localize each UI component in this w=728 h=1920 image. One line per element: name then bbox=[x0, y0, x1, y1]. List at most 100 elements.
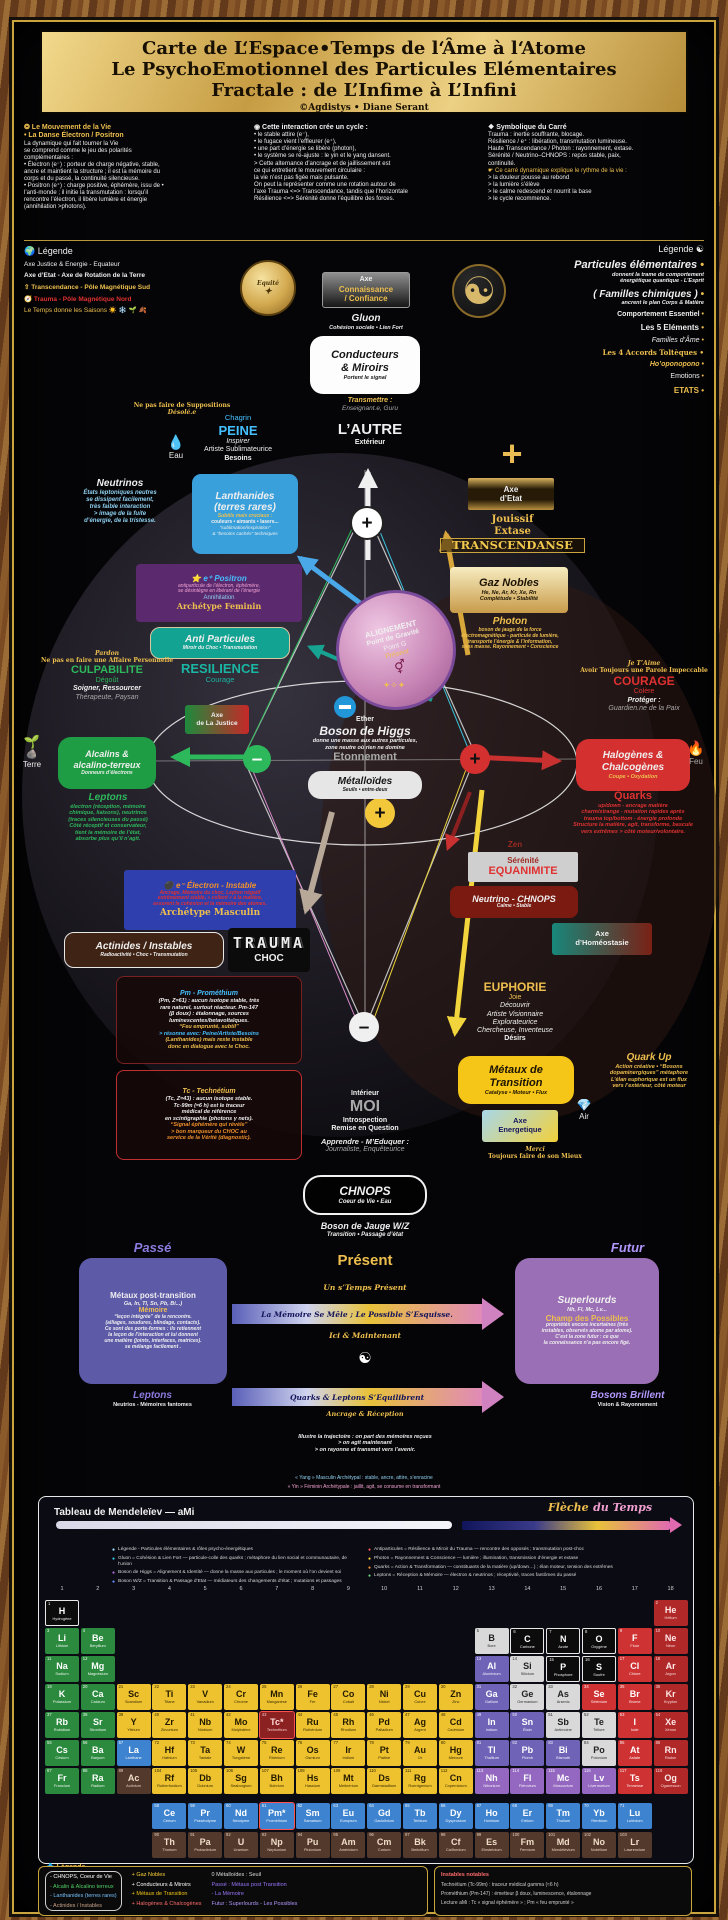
ether-symbol-icon bbox=[334, 696, 356, 718]
superlourds-box-text: C’est la zone futur : ce que bbox=[555, 1333, 619, 1340]
lanthanides-box-text: “sublimation/inspiration” bbox=[219, 526, 271, 532]
positron-box-text: antiparticule de l’électron, éphémère, bbox=[178, 582, 260, 589]
quark-up-text: L’élan euphorique est un flux bbox=[611, 1076, 687, 1083]
intro-cycle-text: • le système se ré-ajuste : le yin et le… bbox=[254, 153, 391, 160]
boson-jauge-text: Transition • Passage d’état bbox=[326, 1231, 404, 1238]
tc-box-text: “Signal éphémère qui révèle” bbox=[170, 1122, 248, 1129]
intro-carre-text: > le cycle recommence. bbox=[488, 195, 552, 202]
leptons-left-text: électron (réception, mémoire bbox=[70, 803, 146, 810]
memory-bar bbox=[56, 1521, 452, 1529]
superlourds-box-text: Champ des Possibles bbox=[545, 1313, 629, 1323]
eau-icon-text: Eau bbox=[168, 450, 184, 460]
axe-homeostasie-box-text: d’Homéostasie bbox=[575, 938, 629, 947]
group-number-11: 11 bbox=[417, 1586, 423, 1592]
ether-higgs-text: zone neutre où rien ne domine bbox=[325, 744, 405, 751]
intro-carre-text: ❖ Symbolique du Carré bbox=[488, 124, 567, 131]
intro-cycle-text: > Cette alternance d’ancrage et de jaill… bbox=[254, 160, 391, 167]
title-line-1: Carte de L‘Espace•Temps de l‘Âme à l‘Ato… bbox=[142, 38, 586, 59]
intro-cycle-text: Résilience <=> Sérénité donne l’équilibr… bbox=[254, 195, 395, 202]
legend-item-text: Photon = Rayonnement & Conscience — lumi… bbox=[374, 1555, 579, 1561]
alcalins-box-text: Alcalins & bbox=[85, 749, 129, 760]
intro-carre-text: Résilience / e⁺ : libération, transmutat… bbox=[488, 139, 627, 146]
terre-icon: 🌱🪨Terre bbox=[8, 734, 56, 769]
transcendanse-text: TRANSCENDANSE bbox=[440, 537, 585, 554]
air-icon-text: 💎 bbox=[576, 1098, 592, 1112]
tc-box-text: Tc-99m (≈6 h) est le traceur bbox=[173, 1102, 245, 1109]
gold-plus: + bbox=[492, 436, 532, 472]
suppositions-text: Désolé.e bbox=[167, 409, 197, 417]
legend-bullet-icon: ● bbox=[112, 1547, 116, 1553]
gluon-label-text: Cohésion sociale • Lien Fort bbox=[329, 324, 403, 331]
metalloides-box-text: Seuils • entre-deux bbox=[342, 786, 388, 793]
title-copyright: ©Agdistys • Diane Serant bbox=[299, 103, 429, 113]
passe-header-text: Passé bbox=[133, 1240, 172, 1255]
courage-text: Colère bbox=[633, 688, 655, 696]
pm-box: Pm - Prométhium(Pm, Z=61) : aucun isotop… bbox=[116, 976, 302, 1064]
air-icon-text: Air bbox=[579, 1112, 589, 1122]
axe-justice-box-text: de La Justice bbox=[196, 719, 238, 727]
trauma-choc-text: CHOC bbox=[254, 952, 284, 964]
photon-text: transporte l’énergie & l’information, bbox=[467, 638, 553, 645]
equite-medal-icon: Equité ✦ bbox=[240, 260, 296, 316]
electron-box-text: extrêmement stable, « collent » à la mat… bbox=[157, 895, 263, 902]
euphorie-text: Joie bbox=[508, 994, 522, 1002]
euphorie-text: Explorateurice bbox=[492, 1018, 538, 1026]
intro-mouvement: ❂ Le Mouvement de la Vie• La Danse Élect… bbox=[24, 124, 252, 211]
legend-left-text: Axe Justice & Energie - Equateur bbox=[24, 260, 120, 268]
equite-label: Equité bbox=[257, 279, 279, 287]
timeline-arrow-equilibre-label: Quarks & Leptons S’Equilibrent bbox=[289, 1392, 425, 1402]
group-number-7: 7 bbox=[275, 1586, 279, 1592]
axe-etat-box-text: Axe bbox=[503, 484, 519, 494]
yang-line: « Yang » Masculin Archétypal : stable, a… bbox=[64, 1475, 664, 1482]
intro-cycle-text: l’axe Trauma <=> Transcendance, tandis q… bbox=[254, 188, 408, 195]
transmettre: Transmettre :Enseignant.e, Guru bbox=[300, 397, 440, 413]
ether-higgs-text: Boson de Higgs bbox=[319, 724, 411, 739]
trajectoire-note-text: > on agit maintenant bbox=[338, 1440, 392, 1447]
intro-carre-text: > la lumière s’élève bbox=[488, 181, 540, 188]
metaux-transition-box-text: Métaux de bbox=[489, 1063, 543, 1076]
legend-right: Légende ☯Particules élémentairesdonnent … bbox=[498, 244, 704, 395]
euphorie-text: Désirs bbox=[504, 1035, 526, 1043]
axe-justice-box-text: Axe bbox=[211, 711, 223, 719]
courage-text: Protéger : bbox=[627, 696, 661, 704]
neutrino-box-text: Calme • Stable bbox=[496, 903, 532, 910]
lanthanides-box-text: couleurs • aimants • lasers... bbox=[211, 519, 279, 526]
intro-cycle-text: On peut la représenter comme une rotatio… bbox=[254, 181, 396, 188]
